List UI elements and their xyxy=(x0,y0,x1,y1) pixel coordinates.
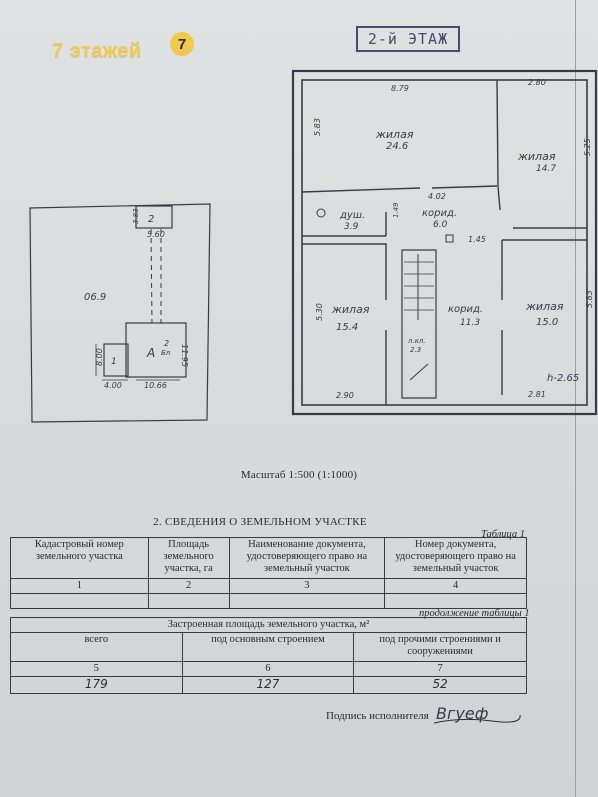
table2-title: Застроенная площадь земельного участка, … xyxy=(10,616,527,634)
table2-value-other: 52 xyxy=(353,676,527,694)
table1-cell xyxy=(147,593,230,610)
dim-site-bottom-left: 4.00 xyxy=(104,381,122,390)
section-title: 2. СВЕДЕНИЯ О ЗЕМЕЛЬНОМ УЧАСТКЕ xyxy=(153,516,367,528)
dim-site-right: 11.95 xyxy=(180,344,189,367)
table1-header-row: Кадастровый номер земельного участка Пло… xyxy=(10,537,527,579)
table2-value-total: 179 xyxy=(10,676,183,694)
table1-cell xyxy=(384,593,527,610)
room-5-name: жилая xyxy=(331,303,370,316)
room-3-name: душ. xyxy=(339,210,365,221)
table2-number: 7 xyxy=(353,661,527,678)
room-8-name: л.кл. xyxy=(407,337,426,345)
table1-number: 3 xyxy=(228,577,386,595)
room-7-name: жилая xyxy=(525,300,564,313)
table1-number: 1 xyxy=(10,577,149,595)
signature-image: Вгуеф xyxy=(433,704,521,724)
table1-header: Номер документа, удостоверяющего право н… xyxy=(384,537,527,579)
table2-caption: продолжение таблицы 1 xyxy=(419,608,530,619)
table1-caption: Таблица 1 xyxy=(481,529,526,540)
room-7-area: 15.0 xyxy=(536,317,558,328)
table1-number: 4 xyxy=(384,577,527,595)
table1-header: Площадь земельного участка, га xyxy=(147,537,230,579)
room-4-area: 6.0 xyxy=(433,220,448,230)
site-plan xyxy=(29,203,211,423)
dim-corridor-w: 1.45 xyxy=(468,235,486,244)
plan-drawings: 2 5.60 3.83 06.9 1 А 2 Бл 8.00 4.00 10.6… xyxy=(29,69,598,423)
room-8-area: 2.3 xyxy=(410,346,421,354)
shed-label: 2 xyxy=(148,214,154,225)
dim-right-top: 5.25 xyxy=(583,138,592,156)
floor-stamp: 2-й ЭТАЖ xyxy=(356,26,460,52)
room-2-name: жилая xyxy=(517,150,556,163)
room-1-area: 24.6 xyxy=(386,141,408,152)
room-3-area: 3.9 xyxy=(344,222,359,232)
dim-left-top: 5.83 xyxy=(313,118,322,136)
table1-value-row xyxy=(10,593,527,610)
site-area-label: 06.9 xyxy=(84,292,106,303)
dim-bottom-left: 2.90 xyxy=(336,391,354,400)
table2-number-row: 5 6 7 xyxy=(10,661,527,678)
table2-value-row: 179 127 52 xyxy=(10,676,527,694)
table2-number: 5 xyxy=(10,661,183,678)
watermark-logo-icon: 7 xyxy=(170,32,194,56)
room-1-name: жилая xyxy=(375,128,414,141)
dim-site-bottom: 10.66 xyxy=(144,381,167,390)
watermark-text: 7 этажей xyxy=(52,40,142,62)
room-2-area: 14.7 xyxy=(536,164,556,174)
table2-header: всего xyxy=(10,632,183,663)
dim-site-small: 3.83 xyxy=(132,208,140,224)
dim-top-right: 2.80 xyxy=(528,78,546,87)
table2: Застроенная площадь земельного участка, … xyxy=(10,616,527,694)
table1-cell xyxy=(228,593,386,610)
dim-site-left: 8.00 xyxy=(95,348,104,366)
table2-number: 6 xyxy=(181,661,355,678)
site-plan-labels: 2 5.60 3.83 06.9 1 А 2 Бл 8.00 4.00 10.6… xyxy=(84,208,189,390)
dim-site-top: 5.60 xyxy=(147,230,165,239)
room-5-area: 15.4 xyxy=(336,322,358,333)
house-floors-sub: Бл xyxy=(161,349,171,357)
scale-text: Масштаб 1:500 (1:1000) xyxy=(240,469,358,481)
signature-label: Подпись исполнителя xyxy=(326,710,429,722)
floor-plan-labels: 8.79 2.80 5.83 5.25 жилая 24.6 жилая 14.… xyxy=(313,78,594,400)
dim-corridor-len: 4.02 xyxy=(428,192,446,201)
dim-left-bottom: 5.30 xyxy=(315,303,324,321)
floor-plan-walls xyxy=(291,69,598,416)
ceiling-height: h-2.65 xyxy=(547,373,579,384)
signature-text: Вгуеф xyxy=(436,704,488,723)
house-main-label: А xyxy=(146,346,155,360)
dim-right-bottom: 5.83 xyxy=(585,290,594,308)
table1: Кадастровый номер земельного участка Пло… xyxy=(10,537,527,610)
table2-title-row: Застроенная площадь земельного участка, … xyxy=(10,616,527,634)
dim-bottom-right: 2.81 xyxy=(528,390,546,399)
room-4-name: корид. xyxy=(422,208,457,219)
house-small-label: 1 xyxy=(111,357,117,367)
table2-header: под прочими строениями и сооружениями xyxy=(353,632,527,663)
table2-value-main: 127 xyxy=(181,676,355,694)
room-6-area: 11.3 xyxy=(460,318,480,328)
dim-bath: 1.49 xyxy=(392,202,400,218)
table2-header: под основным строением xyxy=(181,632,355,663)
table1-header: Наименование документа, удостоверяющего … xyxy=(228,537,386,579)
house-floors-label: 2 xyxy=(164,339,169,348)
table1-number-row: 1 2 3 4 xyxy=(10,577,527,595)
table1-header: Кадастровый номер земельного участка xyxy=(10,537,149,579)
table2-header-row: всего под основным строением под прочими… xyxy=(10,632,527,663)
dim-top-left: 8.79 xyxy=(391,84,409,93)
paper-edge-line xyxy=(575,0,576,797)
room-6-name: корид. xyxy=(448,304,483,315)
table1-cell xyxy=(10,593,149,610)
table1-number: 2 xyxy=(147,577,230,595)
